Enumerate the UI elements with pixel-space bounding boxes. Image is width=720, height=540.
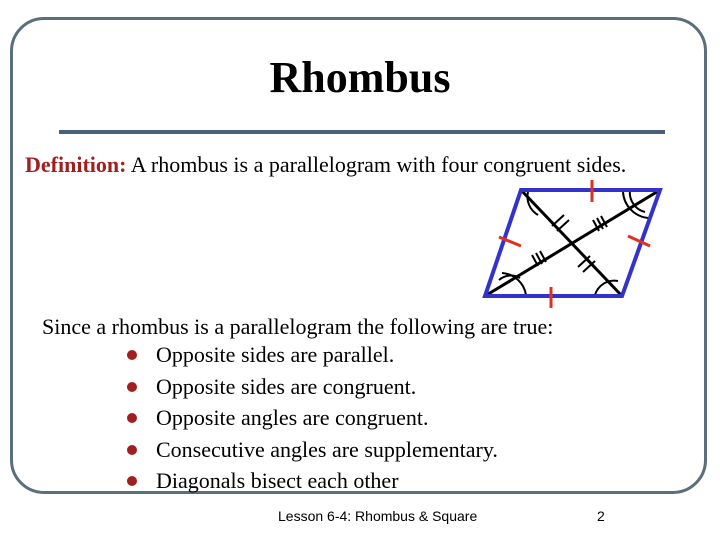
double-tick-lower-b — [582, 260, 596, 273]
list-item-text: Opposite angles are congruent. — [156, 405, 429, 430]
list-item: Diagonals bisect each other — [124, 465, 498, 497]
triple-tick-left-b — [535, 252, 543, 265]
title-divider — [59, 130, 665, 134]
angle-arc-top-left — [526, 191, 539, 216]
definition: Definition: A rhombus is a parallelogram… — [25, 150, 626, 180]
diagonal-short — [484, 188, 661, 298]
angle-arc-bottom-left-outer — [501, 272, 527, 296]
double-tick-lower-a — [577, 255, 591, 268]
list-item: Opposite angles are congruent. — [124, 402, 498, 434]
bullet-icon — [127, 381, 137, 392]
double-tick-upper-a — [551, 214, 565, 227]
definition-text: A rhombus is a parallelogram with four c… — [130, 152, 627, 177]
slide-title: Rhombus — [269, 53, 451, 102]
rhombus-diagram — [482, 180, 663, 308]
angle-arc-bottom-right — [594, 279, 619, 296]
slide-frame — [10, 17, 707, 494]
bullet-icon — [127, 476, 137, 486]
triple-tick-right-c — [600, 215, 608, 228]
list-item-text: Diagonals bisect each other — [156, 468, 399, 493]
properties-list: Opposite sides are parallel. Opposite si… — [124, 339, 498, 497]
list-item-text: Opposite sides are congruent. — [156, 373, 417, 399]
side-ticks — [498, 180, 651, 308]
triple-tick-right-b — [596, 217, 604, 230]
diagonal-ticks — [531, 214, 608, 273]
double-tick-upper-b — [556, 219, 570, 232]
list-item-text: Opposite sides are parallel. — [156, 342, 395, 367]
page-number: 2 — [597, 508, 605, 524]
slide-footer: Lesson 6-4: Rhombus & Square — [278, 508, 478, 524]
list-item-text: Consecutive angles are supplementary. — [156, 436, 498, 462]
triple-tick-left-a — [531, 254, 539, 267]
side-tick-left — [498, 235, 522, 248]
bullet-icon — [127, 350, 137, 360]
angle-arc-top-right — [628, 189, 646, 213]
properties-intro: Since a rhombus is a parallelogram the f… — [42, 314, 554, 339]
triple-tick-right-a — [592, 219, 600, 232]
bullet-icon — [127, 413, 137, 423]
diagonals — [484, 188, 661, 298]
rhombus-outline — [482, 188, 663, 298]
angle-arc-top-right-outer — [622, 191, 649, 219]
triple-tick-left-c — [539, 250, 547, 263]
list-item: Opposite sides are parallel. — [124, 339, 498, 371]
list-item: Consecutive angles are supplementary. — [124, 434, 498, 466]
bullet-icon — [127, 444, 137, 455]
definition-label: Definition: — [25, 152, 127, 177]
list-item: Opposite sides are congruent. — [124, 371, 498, 403]
side-tick-right — [627, 234, 651, 248]
